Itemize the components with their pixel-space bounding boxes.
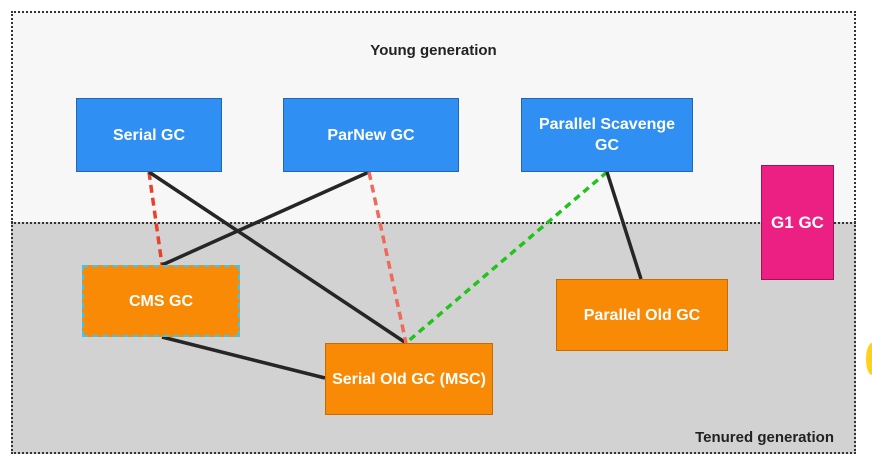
parnew-gc-box: ParNew GC — [283, 98, 459, 172]
serial-gc-box: Serial GC — [76, 98, 222, 172]
parallel-scavenge-gc-box: Parallel Scavenge GC — [521, 98, 693, 172]
young-generation-label: Young generation — [370, 42, 497, 59]
parallel-old-gc-box: Parallel Old GC — [556, 279, 728, 351]
parallel-scavenge-gc-label: Parallel Scavenge GC — [538, 116, 676, 154]
link-parnew-serialold — [367, 171, 408, 344]
link-parnew-cms — [161, 170, 370, 267]
cursor-highlight — [866, 343, 872, 375]
link-cms-serialold — [161, 335, 326, 380]
tenured-generation-label: Tenured generation — [695, 429, 834, 446]
serial-old-gc-box: Serial Old GC (MSC) — [325, 343, 493, 415]
cms-gc-box: CMS GC — [82, 265, 240, 337]
parallel-old-gc-label: Parallel Old GC — [583, 306, 701, 324]
parnew-gc-label: ParNew GC — [327, 126, 415, 144]
link-pscav-parold — [605, 171, 643, 280]
g1-gc-box: G1 GC — [761, 165, 834, 280]
link-serial-cms — [147, 171, 164, 266]
serial-gc-label: Serial GC — [112, 126, 186, 144]
serial-old-gc-label: Serial Old GC (MSC) — [332, 370, 486, 388]
g1-gc-label: G1 GC — [771, 213, 824, 232]
link-pscav-serialold — [404, 170, 609, 345]
cms-gc-label: CMS GC — [129, 292, 193, 310]
link-serial-serialold — [148, 170, 407, 345]
